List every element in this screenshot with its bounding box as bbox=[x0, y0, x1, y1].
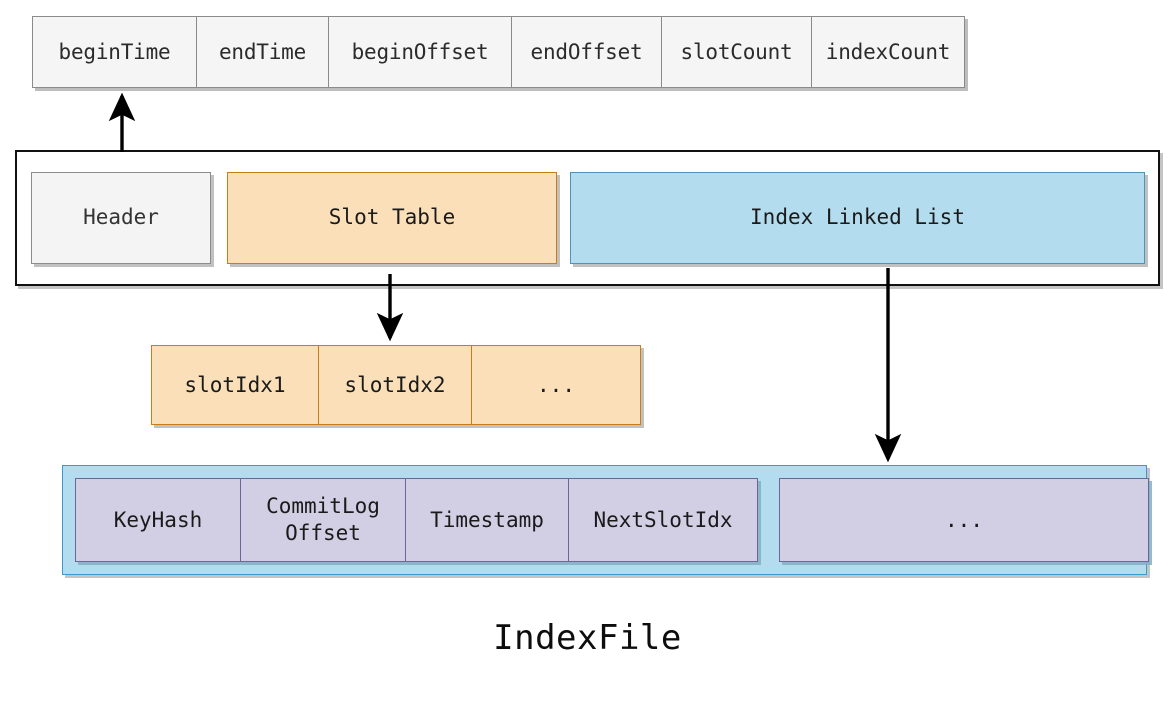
header-field-cell-2[interactable]: endTime bbox=[197, 17, 329, 87]
header-field-cell-4[interactable]: endOffset bbox=[512, 17, 662, 87]
index-entry-cell-g1-4[interactable]: NextSlotIdx bbox=[593, 507, 733, 532]
index-entry-cell-g2-1[interactable]: ... bbox=[945, 507, 983, 532]
header-field-cell-1[interactable]: beginTime bbox=[33, 17, 197, 87]
header-field-cell-3[interactable]: beginOffset bbox=[329, 17, 512, 87]
index-entry-cell-g1-1[interactable]: KeyHash bbox=[76, 479, 241, 561]
index-entry-group-ellipsis: ... bbox=[779, 478, 1149, 562]
header-field-cell-6[interactable]: indexCount bbox=[812, 17, 964, 87]
index-entry-cell-g1-3[interactable]: Timestamp bbox=[406, 479, 569, 561]
section-slot-table[interactable]: Slot Table bbox=[227, 172, 557, 264]
slot-index-cell-3[interactable]: ... bbox=[537, 373, 575, 397]
header-field-cell-5[interactable]: slotCount bbox=[662, 17, 812, 87]
section-header[interactable]: Header bbox=[31, 172, 211, 264]
slot-index-cell-2[interactable]: slotIdx2 bbox=[319, 346, 472, 424]
slot-index-cell-1[interactable]: slotIdx1 bbox=[152, 346, 319, 424]
section-index-linked-list[interactable]: Index Linked List bbox=[570, 172, 1145, 264]
index-entry-cell-g1-2[interactable]: CommitLog Offset bbox=[241, 479, 406, 561]
diagram-caption: IndexFile bbox=[493, 618, 682, 658]
